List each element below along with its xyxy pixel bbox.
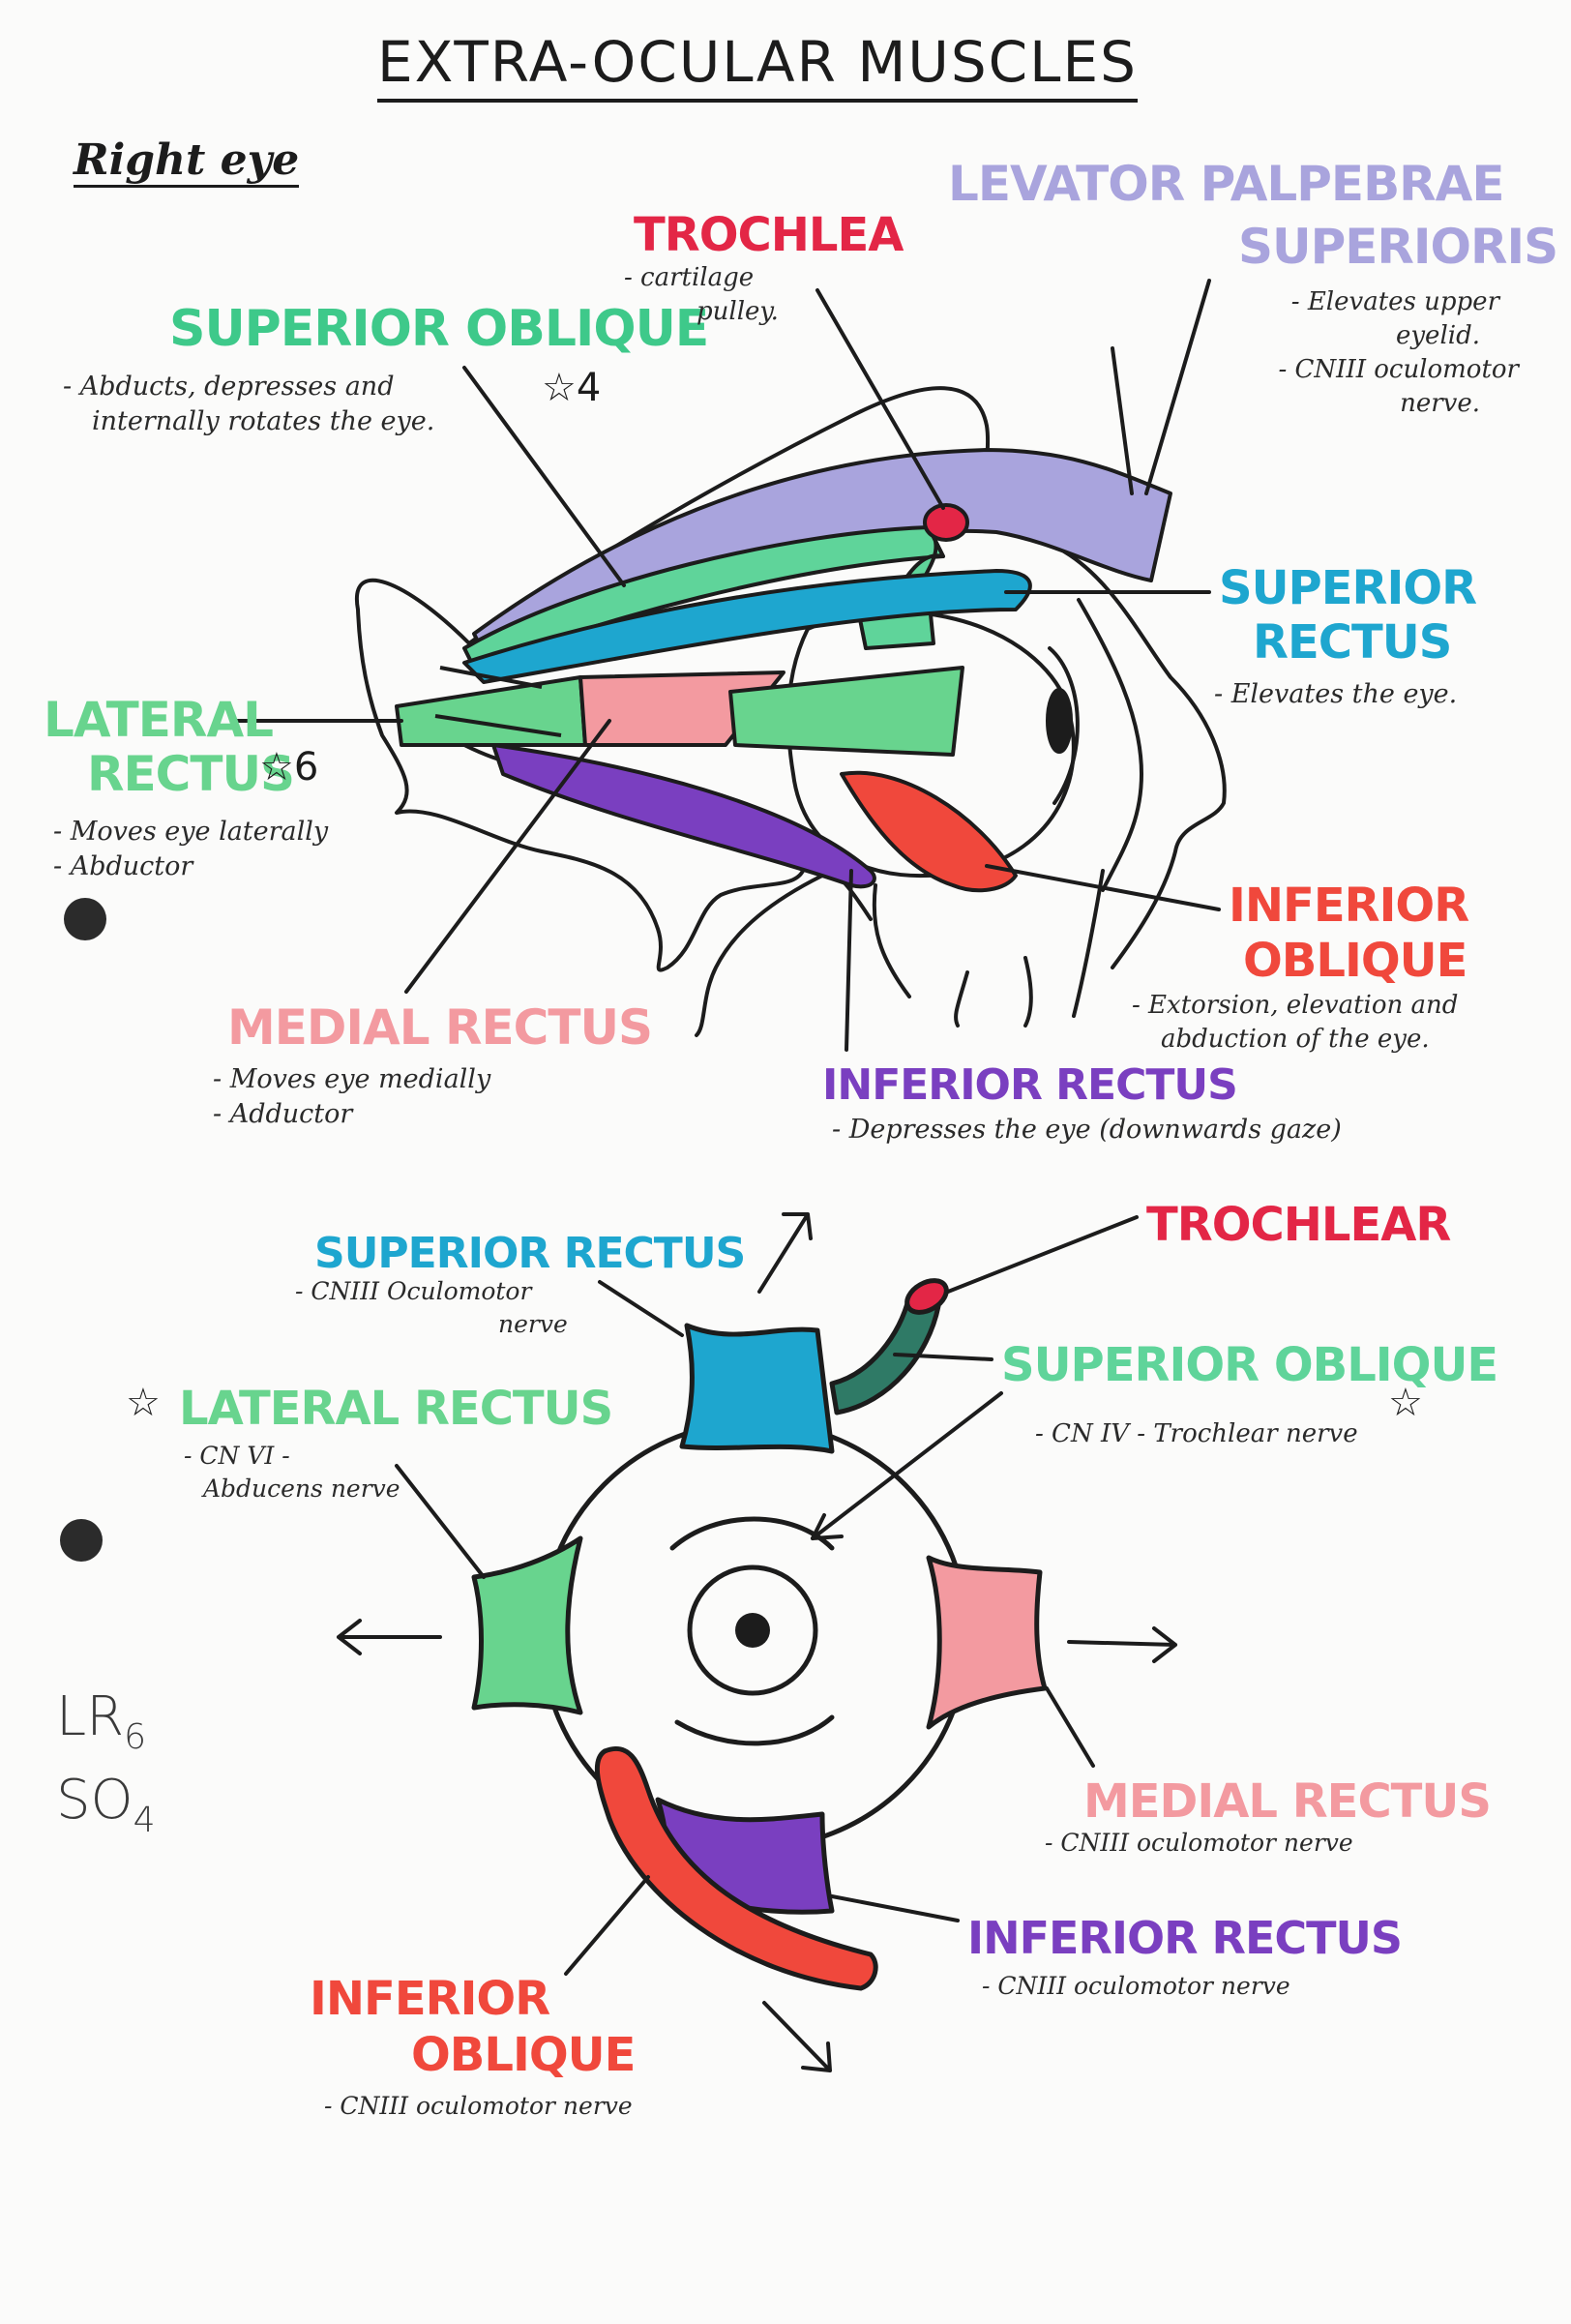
note-front-medial-rectus: - CNIII oculomotor nerve [1045, 1829, 1353, 1857]
label-superior-rectus-line-1: SUPERIOR [1219, 561, 1477, 615]
label-front-medial-rectus: MEDIAL RECTUS [1083, 1774, 1492, 1829]
leader-levator-2 [1111, 346, 1134, 495]
note-trochlea: - cartilage pulley. [624, 263, 779, 327]
arrow-left [337, 1619, 442, 1655]
star-lateral-rectus: ☆6 [259, 745, 319, 790]
note-lateral-rectus: - Moves eye laterally - Abductor [53, 817, 329, 882]
margin-note-lr: LR6 [56, 1685, 147, 1757]
note-inferior-oblique: - Extorsion, elevation and abduction of … [1132, 991, 1459, 1055]
leader-front-superior-oblique [893, 1353, 993, 1361]
label-front-inferior-oblique-line-1: INFERIOR [310, 1972, 550, 2026]
label-front-superior-rectus: SUPERIOR RECTUS [314, 1229, 746, 1278]
leader-inferior-oblique [985, 864, 1221, 911]
leader-front-inferior-oblique [564, 1875, 650, 1976]
note-levator: - Elevates upper eyelid. - CNIII oculomo… [1278, 287, 1519, 419]
orbit-rim-right [1062, 550, 1227, 969]
label-levator-line-1: LEVATOR PALPEBRAE [948, 156, 1505, 212]
leader-front-inferior-rectus [830, 1894, 960, 1922]
superior-rectus-muscle [462, 569, 1032, 684]
label-lateral-rectus-line-1: LATERAL [44, 692, 274, 748]
cornea [1048, 646, 1080, 805]
label-inferior-oblique-line-2: OBLIQUE [1243, 934, 1467, 988]
note-front-lateral-rectus: - CN VI - Abducens nerve [184, 1442, 400, 1503]
label-lateral-rectus-line-2: RECTUS [87, 746, 295, 802]
note-superior-oblique: - Abducts, depresses and internally rota… [63, 372, 435, 437]
pupil [1046, 688, 1073, 754]
binder-hole-bottom [60, 1519, 103, 1562]
front-inferior-oblique [594, 1746, 878, 1991]
inferior-rectus-muscle [491, 743, 876, 889]
leader-front-trochlear [946, 1215, 1139, 1294]
arrow-up [757, 1212, 813, 1294]
page-subtitle: Right eye [74, 135, 300, 188]
trochlea-pulley [923, 503, 969, 542]
note-superior-rectus: - Elevates the eye. [1214, 679, 1458, 709]
label-inferior-rectus: INFERIOR RECTUS [822, 1060, 1238, 1110]
leader-superior-oblique [462, 366, 626, 587]
star-superior-oblique: ☆4 [542, 366, 602, 410]
leader-medial-rectus [404, 719, 611, 994]
binder-hole-top [64, 898, 106, 940]
front-arc-bottom [674, 1714, 835, 1746]
front-lateral-rectus [471, 1535, 583, 1715]
star-front-lateral-rectus: ☆ [126, 1381, 161, 1425]
note-front-inferior-oblique: - CNIII oculomotor nerve [324, 2092, 633, 2120]
leader-front-lateral-rectus [395, 1464, 486, 1579]
leader-levator [1144, 279, 1211, 495]
leader-front-superior-rectus [598, 1280, 684, 1337]
arrow-front-so-head [811, 1513, 844, 1540]
inferior-oblique-muscle [840, 770, 1018, 893]
note-front-inferior-rectus: - CNIII oculomotor nerve [982, 1972, 1290, 2000]
label-front-trochlear: TROCHLEAR [1146, 1198, 1451, 1252]
label-front-inferior-rectus: INFERIOR RECTUS [967, 1912, 1403, 1964]
arrow-right [1067, 1626, 1177, 1663]
note-front-superior-oblique: - CN IV - Trochlear nerve [1035, 1419, 1358, 1448]
label-trochlea: TROCHLEA [634, 208, 904, 262]
leader-front-medial-rectus [1045, 1686, 1095, 1768]
margin-note-so: SO4 [56, 1769, 156, 1840]
page-title: EXTRA-OCULAR MUSCLES [377, 29, 1138, 103]
note-medial-rectus: - Moves eye medially - Adductor [213, 1064, 491, 1130]
label-superior-oblique: SUPERIOR OBLIQUE [169, 300, 709, 358]
arrow-down [762, 2001, 832, 2072]
front-iris [687, 1564, 818, 1696]
leader-inferior-rectus [845, 869, 853, 1052]
orbit-inner-line [1077, 598, 1143, 892]
label-front-superior-oblique: SUPERIOR OBLIQUE [1001, 1338, 1498, 1392]
label-medial-rectus: MEDIAL RECTUS [227, 999, 653, 1056]
front-trochlear-pulley [904, 1278, 949, 1315]
label-levator-line-2: SUPERIORIS [1238, 219, 1558, 275]
label-front-inferior-oblique-line-2: OBLIQUE [411, 2028, 636, 2082]
note-front-superior-rectus: - CNIII Oculomotor nerve [295, 1277, 568, 1338]
lateral-rectus-muscle [728, 666, 964, 757]
label-front-lateral-rectus: LATERAL RECTUS [179, 1382, 613, 1436]
star-front-superior-oblique: ☆ [1388, 1381, 1423, 1425]
lateral-rectus-tendon-lines [434, 666, 562, 737]
leader-front-superior-oblique-2 [811, 1391, 1003, 1540]
note-inferior-rectus: - Depresses the eye (downwards gaze) [832, 1115, 1342, 1145]
leader-trochlea [815, 288, 945, 510]
front-superior-rectus [679, 1323, 835, 1454]
label-superior-rectus-line-2: RECTUS [1253, 615, 1452, 670]
front-pupil [735, 1613, 770, 1648]
front-medial-rectus [926, 1555, 1048, 1730]
label-inferior-oblique-line-1: INFERIOR [1229, 879, 1469, 933]
